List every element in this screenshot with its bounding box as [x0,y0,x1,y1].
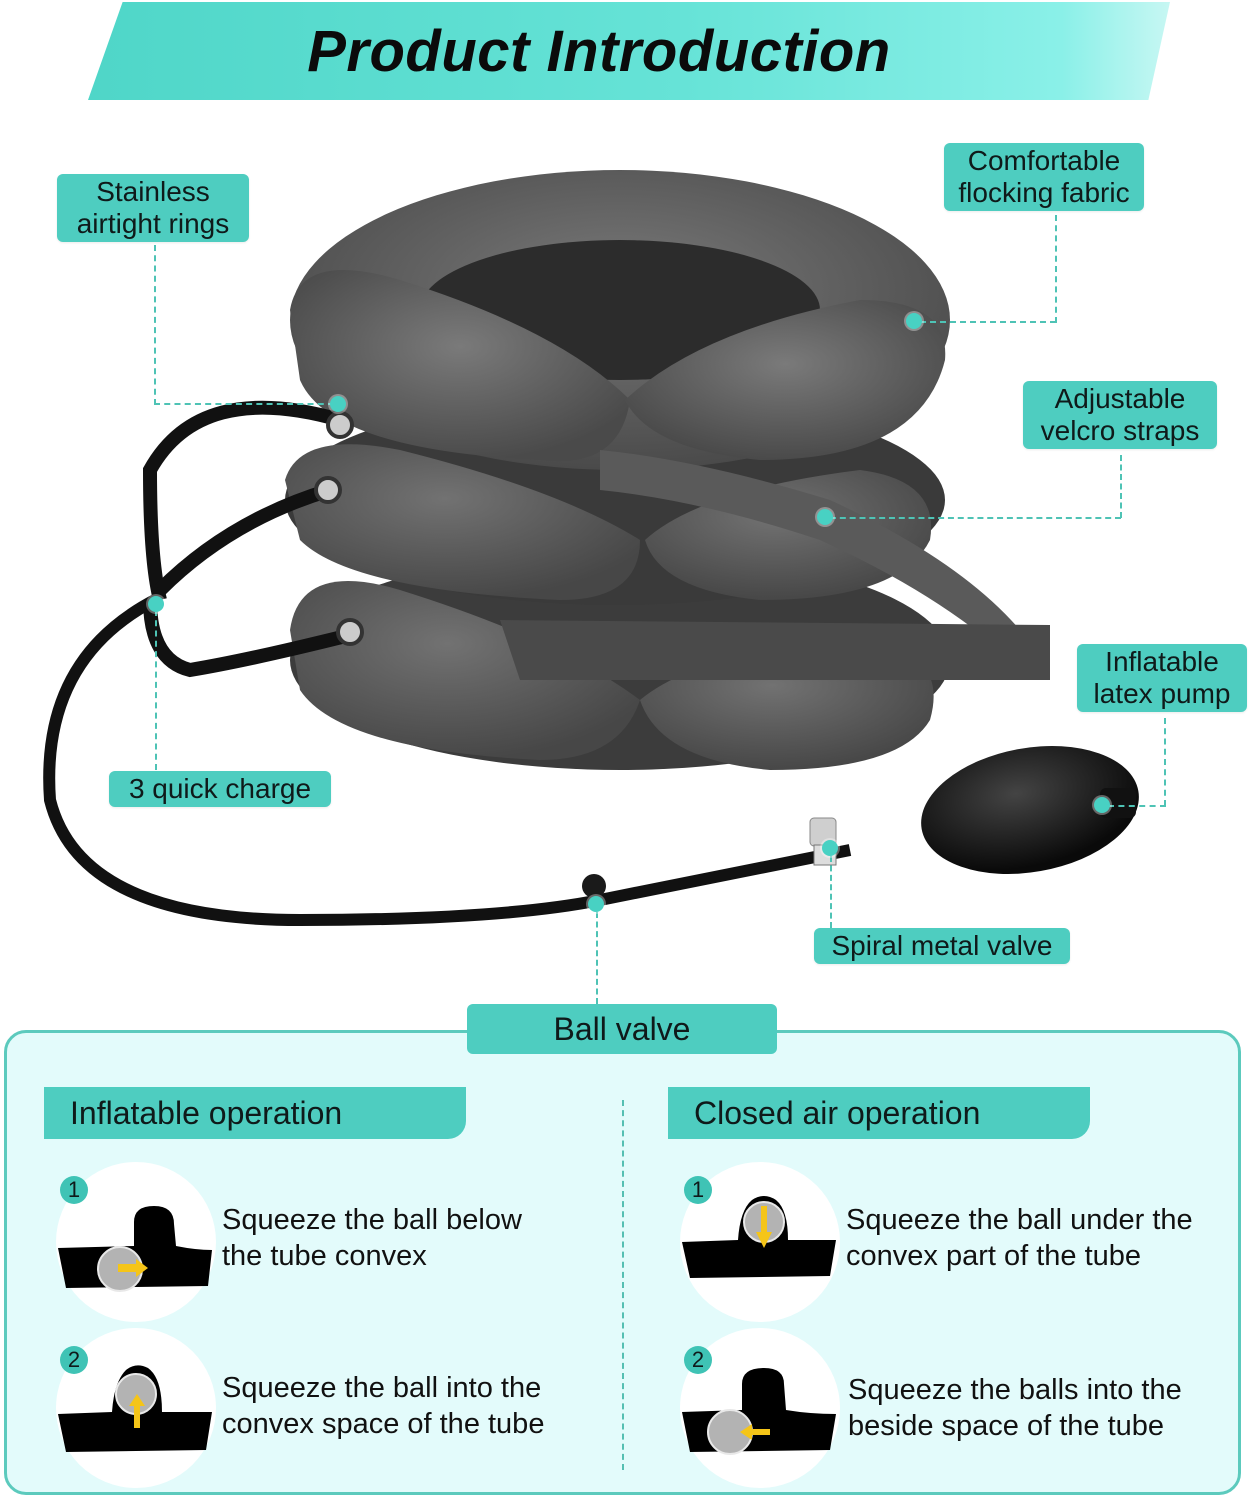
ball-valve-heading: Ball valve [467,1004,777,1054]
connector-line [830,856,832,928]
step-instruction: Squeeze the balls into the beside space … [848,1372,1182,1444]
ball-in-convex-arrow-down-icon [682,1196,836,1278]
feature-label-spiral-valve: Spiral metal valve [814,928,1070,964]
ball-beside-arrow-left-icon [682,1368,836,1455]
callout-dot [822,840,838,856]
feature-label-line: Spiral metal valve [831,930,1053,961]
feature-label-flocking-fabric: Comfortable flocking fabric [944,143,1144,211]
feature-label-line: Inflatable [1105,646,1219,677]
feature-label-line: Comfortable [967,145,1121,176]
callout-dot [588,896,604,912]
section-divider [622,1100,624,1470]
connector-line [830,517,1121,519]
connector-line [920,321,1056,323]
connector-line [1120,455,1122,518]
feature-label-stainless-rings: Stainless airtight rings [57,174,249,242]
step-line: convex space of the tube [222,1408,545,1440]
step-number-badge: 2 [684,1346,712,1374]
callout-dot [330,396,346,412]
neck-traction-device-image [43,170,1139,927]
feature-label-line: Stainless [96,176,210,207]
section-title-inflatable-operation: Inflatable operation [44,1087,466,1139]
step-line: the tube convex [222,1240,427,1272]
feature-label-line: latex pump [1093,678,1231,709]
step-number-badge: 2 [60,1346,88,1374]
title-banner: Product Introduction [88,2,1170,100]
connector-line [154,245,156,405]
ball-in-convex-arrow-up-icon [58,1365,212,1452]
callout-dot [148,596,164,612]
feature-label-line: 3 quick charge [128,773,312,804]
step-line: beside space of the tube [848,1410,1165,1442]
feature-label-quick-charge: 3 quick charge [109,771,331,807]
connector-line [155,610,157,770]
connector-line [596,912,598,1004]
feature-label-velcro-straps: Adjustable velcro straps [1023,381,1217,449]
step-line: Squeeze the ball under the [846,1204,1193,1236]
connector-line [1055,215,1057,323]
step-line: convex part of the tube [846,1240,1142,1272]
step-number-badge: 1 [60,1176,88,1204]
connector-line [1164,718,1166,806]
step-number-badge: 1 [684,1176,712,1204]
ball-below-arrow-right-icon [58,1206,212,1292]
callout-dot [906,313,922,329]
page-title: Product Introduction [307,18,891,84]
feature-label-line: velcro straps [1040,415,1200,446]
callout-dot [1094,797,1110,813]
feature-label-latex-pump: Inflatable latex pump [1077,644,1247,712]
callout-dot [817,509,833,525]
feature-label-line: flocking fabric [958,177,1130,208]
connector-line [154,403,334,405]
feature-label-line: airtight rings [76,208,230,239]
feature-label-line: Adjustable [1054,383,1186,414]
step-line: Squeeze the balls into the [848,1374,1182,1406]
step-line: Squeeze the ball into the [222,1372,542,1404]
step-instruction: Squeeze the ball under the convex part o… [846,1202,1193,1274]
step-instruction: Squeeze the ball into the convex space o… [222,1370,544,1442]
section-title-closed-air-operation: Closed air operation [668,1087,1090,1139]
step-instruction: Squeeze the ball below the tube convex [222,1202,522,1274]
step-line: Squeeze the ball below [222,1204,522,1236]
connector-line [1108,805,1166,807]
